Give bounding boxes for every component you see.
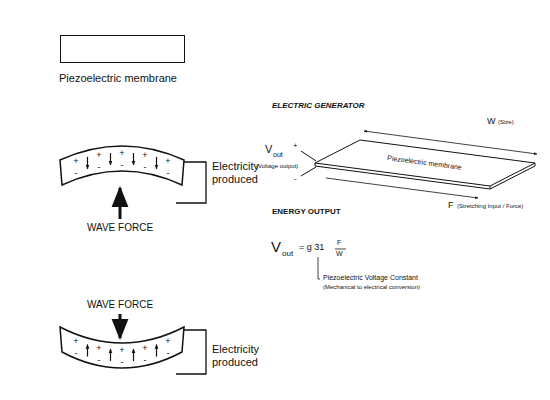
wave-force-arrow xyxy=(119,314,122,338)
label-text: V xyxy=(271,238,281,255)
label-text: V xyxy=(265,143,272,156)
label-text: Piezoelectric Voltage Constant xyxy=(323,274,418,282)
circuit-wire xyxy=(176,162,206,203)
charge-sign: - xyxy=(75,348,78,358)
charge-arrow xyxy=(133,153,134,165)
charge-sign: + xyxy=(142,150,147,160)
membrane-label: Piezoelectric membrane xyxy=(59,72,177,84)
charge-sign: + xyxy=(73,336,78,346)
charge-sign: - xyxy=(167,168,170,178)
charge-sign: + xyxy=(96,150,101,160)
charge-arrow xyxy=(156,157,157,169)
label-text: out xyxy=(273,151,283,159)
charge-sign: + xyxy=(96,343,101,353)
charge-sign: - xyxy=(167,348,170,358)
label-text: W xyxy=(336,250,343,258)
membrane-plate: Piezoelectric membrane xyxy=(310,135,540,193)
label-text: (Size) xyxy=(498,119,514,126)
charge-sign: + xyxy=(73,156,78,166)
charge-sign: + xyxy=(119,148,124,158)
label-text: - xyxy=(294,174,297,183)
charge-sign: - xyxy=(144,355,147,365)
label-text: (Voltage output) xyxy=(256,163,298,170)
label-text: (Stretching Input / Force) xyxy=(457,203,523,210)
charge-sign: - xyxy=(144,162,147,172)
label-text: ELECTRIC GENERATOR xyxy=(272,101,365,110)
charge-sign: - xyxy=(98,162,101,172)
charge-arrow xyxy=(87,157,88,169)
label-text: out xyxy=(282,249,293,258)
circuit-wire xyxy=(176,330,206,374)
label-text: + xyxy=(293,141,298,150)
label-text: F xyxy=(448,200,454,210)
charge-sign: - xyxy=(121,357,124,367)
charge-arrow xyxy=(133,349,134,361)
leader-line xyxy=(318,257,320,279)
label-text: WAVE FORCE xyxy=(87,299,153,311)
charge-sign: + xyxy=(142,343,147,353)
plate-face xyxy=(315,140,535,186)
charge-sign: - xyxy=(121,160,124,170)
label-text: = g 31 xyxy=(299,242,324,252)
charge-sign: - xyxy=(75,168,78,178)
fraction-bar xyxy=(335,249,346,250)
label-text: (Mechanical to electrical conversion) xyxy=(323,284,420,291)
wave-force-arrow xyxy=(119,188,122,219)
membrane-bent-down xyxy=(60,327,184,368)
label-text: WAVE FORCE xyxy=(87,222,153,234)
charge-arrow xyxy=(110,153,111,165)
positive-lead xyxy=(301,151,316,161)
membrane-bent-up xyxy=(60,146,184,185)
negative-lead xyxy=(301,167,316,176)
charge-arrow xyxy=(156,345,157,357)
charge-arrow xyxy=(87,345,88,357)
label-text: F xyxy=(337,239,341,247)
charge-sign: + xyxy=(119,345,124,355)
charge-arrow xyxy=(110,349,111,361)
charge-sign: + xyxy=(165,156,170,166)
charge-sign: - xyxy=(98,355,101,365)
label-text: ENERGY OUTPUT xyxy=(272,207,341,216)
charge-sign: + xyxy=(165,336,170,346)
label-text: Electricity produced xyxy=(212,343,284,368)
membrane-box: Piezoelectric membrane xyxy=(60,35,185,63)
label-text: W xyxy=(487,116,496,126)
